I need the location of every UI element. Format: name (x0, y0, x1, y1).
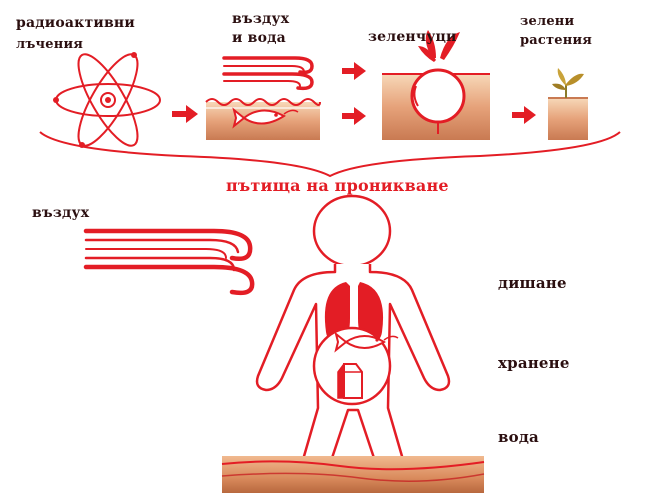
head-outline (314, 196, 390, 266)
label-breathing: дишане (498, 276, 567, 291)
label-water: вода (498, 430, 539, 445)
pathways-title: пътища на проникване (226, 178, 449, 193)
milk-carton-icon (338, 364, 362, 398)
label-radioactive-line2: лъчения (16, 37, 135, 52)
label-green-plants: зелени растения (520, 14, 592, 48)
label-air-water-line1: въздух (232, 12, 289, 27)
label-air: въздух (32, 206, 89, 221)
bracket-line (40, 132, 620, 176)
wind-icon (224, 58, 312, 88)
ground-block (222, 456, 484, 493)
wind-icon (86, 231, 252, 293)
label-green-plants-line1: зелени (520, 14, 592, 29)
label-air-and-water: въздух и вода (232, 12, 289, 46)
label-air-water-line2: и вода (232, 31, 289, 46)
arrow-icon (512, 106, 536, 124)
atom-icon (53, 47, 160, 153)
plant-icon (552, 68, 584, 98)
label-radioactive-rays: радиоактивни лъчения (16, 16, 135, 52)
label-vegetables: зеленчуци (368, 30, 457, 45)
plant-box (548, 98, 588, 140)
label-radioactive-line1: радиоактивни (16, 16, 135, 31)
label-eating: хранене (498, 356, 570, 371)
label-green-plants-line2: растения (520, 33, 592, 48)
arrow-icon (172, 105, 198, 123)
arrow-icon (342, 62, 366, 125)
